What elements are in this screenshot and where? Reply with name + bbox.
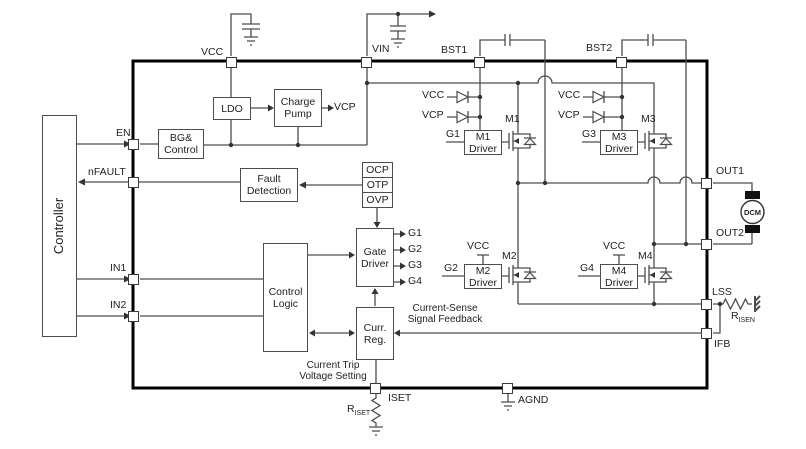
m4-fet-label: M4 (638, 250, 653, 262)
ovp-block: OVP (362, 192, 393, 208)
m3-fet-label: M3 (641, 113, 656, 125)
m2-driver-vcc-label: VCC (467, 240, 490, 252)
ocp-block: OCP (362, 162, 393, 178)
pin-in1 (128, 274, 139, 285)
pin-label-agnd: AGND (518, 394, 549, 406)
m4-driver-block: M4 Driver (600, 264, 638, 289)
m4-driver-vcc-label: VCC (603, 240, 626, 252)
gate-driver-block: Gate Driver (356, 228, 394, 287)
pin-bst1 (474, 57, 485, 68)
bridge2-vcp-label: VCP (558, 109, 580, 121)
g4-input-label: G4 (580, 262, 595, 274)
bridge2-vcc-label: VCC (558, 89, 581, 101)
fault-detection-block: Fault Detection (240, 168, 298, 202)
bridge1-vcc-label: VCC (422, 89, 445, 101)
junction-dots (228, 11, 723, 307)
current-trip-annotation: Current Trip Voltage Setting (299, 360, 367, 382)
g2-output-label: G2 (408, 243, 423, 255)
pin-iset (370, 383, 381, 394)
dc-motor-label: DCM (743, 208, 762, 217)
g2-input-label: G2 (444, 262, 459, 274)
pin-label-en: EN (116, 127, 131, 139)
pin-out2 (701, 239, 712, 250)
m2-fet-label: M2 (502, 250, 517, 262)
m1-driver-block: M1 Driver (464, 130, 502, 155)
g3-output-label: G3 (408, 259, 423, 271)
g4-output-label: G4 (408, 275, 423, 287)
pin-vcc (226, 57, 237, 68)
pin-label-in1: IN1 (110, 262, 127, 274)
bandgap-control-block: BG& Control (158, 129, 204, 159)
pin-label-vcc: VCC (201, 46, 224, 58)
charge-pump-block: Charge Pump (274, 89, 322, 127)
m3-driver-block: M3 Driver (600, 130, 638, 155)
control-logic-block: Control Logic (263, 243, 308, 352)
controller-label: Controller (51, 197, 67, 255)
pin-vin (361, 57, 372, 68)
pin-en (128, 139, 139, 150)
controller-block: Controller (42, 115, 77, 337)
pin-label-iset: ISET (388, 392, 412, 404)
pin-label-nfault: nFAULT (88, 166, 126, 178)
otp-block: OTP (362, 177, 393, 193)
dc-motor-symbol (740, 191, 765, 233)
current-regulator-block: Curr. Reg. (356, 307, 394, 360)
wires (77, 13, 761, 436)
pin-label-out2: OUT2 (716, 227, 745, 239)
g1-input-label: G1 (446, 128, 461, 140)
r-isen-label: RISEN (731, 310, 755, 325)
pin-label-ifb: IFB (714, 338, 731, 350)
chip-outline (131, 59, 709, 390)
bridge1-vcp-label: VCP (422, 109, 444, 121)
pin-label-lss: LSS (712, 286, 732, 298)
arrowheads (78, 10, 655, 337)
pin-label-bst2: BST2 (586, 42, 613, 54)
pin-agnd (502, 383, 513, 394)
pin-nfault (128, 177, 139, 188)
pin-lss (701, 299, 712, 310)
r-iset-label: RISET (347, 403, 371, 418)
pin-out1 (701, 178, 712, 189)
current-sense-annotation: Current-Sense Signal Feedback (407, 303, 483, 325)
pin-label-vin: VIN (372, 43, 390, 55)
pin-bst2 (616, 57, 627, 68)
vcp-output-label: VCP (334, 101, 356, 113)
g3-input-label: G3 (582, 128, 597, 140)
pin-label-in2: IN2 (110, 299, 127, 311)
g1-output-label: G1 (408, 227, 423, 239)
ldo-block: LDO (213, 97, 251, 120)
pin-ifb (701, 328, 712, 339)
m1-fet-label: M1 (505, 113, 520, 125)
diode-symbols (456, 90, 673, 280)
pin-in2 (128, 311, 139, 322)
pin-label-bst1: BST1 (441, 44, 468, 56)
pin-label-out1: OUT1 (716, 165, 745, 177)
m2-driver-block: M2 Driver (464, 264, 502, 289)
